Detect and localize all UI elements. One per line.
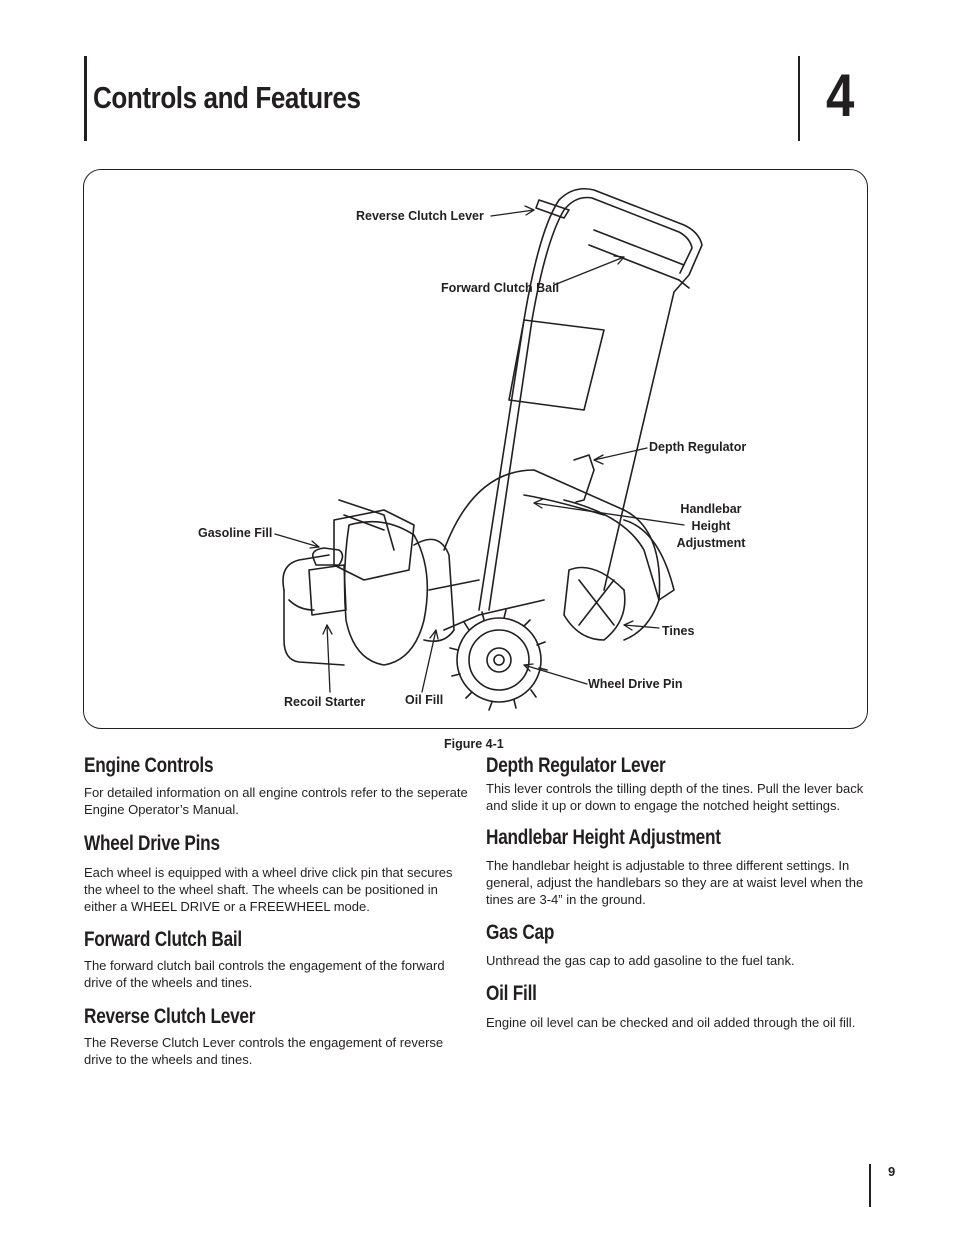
section-heading: Reverse Clutch Lever (84, 1005, 256, 1028)
section-body: Each wheel is equipped with a wheel driv… (84, 865, 453, 914)
section-body: For detailed information on all engine c… (84, 785, 468, 817)
page-number: 9 (888, 1164, 896, 1179)
section-body: This lever controls the tilling depth of… (486, 781, 864, 813)
section-body: Engine oil level can be checked and oil … (486, 1015, 856, 1030)
callout-handlebar-height-adjustment: Handlebar Height Adjustment (672, 501, 750, 552)
page-title: Controls and Features (93, 80, 361, 115)
callout-handlebar-line-1: Handlebar (680, 502, 742, 516)
callout-handlebar-line-2: Height (691, 519, 731, 533)
callout-reverse-clutch-lever: Reverse Clutch Lever (356, 209, 484, 223)
section-engine-controls: Engine Controls For detailed information… (84, 752, 469, 818)
section-body: The Reverse Clutch Lever controls the en… (84, 1035, 444, 1067)
section-heading: Oil Fill (486, 982, 537, 1005)
callout-forward-clutch-bail: Forward Clutch Bail (441, 281, 560, 295)
callout-handlebar-line-3: Adjustment (676, 536, 746, 550)
section-wheel-drive-pins: Wheel Drive Pins Each wheel is equipped … (84, 830, 469, 915)
callout-depth-regulator: Depth Regulator (649, 440, 747, 454)
section-gas-cap: Gas Cap Unthread the gas cap to add gaso… (486, 919, 871, 969)
callout-tines: Tines (662, 624, 695, 638)
callout-recoil-starter: Recoil Starter (284, 695, 366, 709)
section-heading: Depth Regulator Lever (486, 754, 666, 777)
callout-oil-fill: Oil Fill (405, 693, 444, 707)
chapter-rule (798, 56, 800, 141)
left-column: Engine Controls For detailed information… (84, 752, 469, 1068)
tiller-illustration (274, 187, 703, 711)
title-rule (84, 56, 87, 141)
section-body: The handlebar height is adjustable to th… (486, 858, 864, 907)
figure-caption: Figure 4-1 (444, 737, 504, 751)
section-heading: Gas Cap (486, 921, 555, 944)
section-handlebar-height-adjustment: Handlebar Height Adjustment The handleba… (486, 824, 871, 908)
section-reverse-clutch-lever: Reverse Clutch Lever The Reverse Clutch … (84, 1003, 469, 1068)
callout-gasoline-fill: Gasoline Fill (198, 526, 273, 540)
right-column: Depth Regulator Lever This lever control… (486, 752, 871, 1031)
section-heading: Wheel Drive Pins (84, 832, 220, 855)
figure-box: Reverse Clutch Lever Forward Clutch Bail… (83, 169, 868, 729)
section-body: Unthread the gas cap to add gasoline to … (486, 953, 795, 968)
chapter-number: 4 (826, 62, 855, 129)
section-forward-clutch-bail: Forward Clutch Bail The forward clutch b… (84, 926, 469, 991)
section-heading: Handlebar Height Adjustment (486, 826, 721, 849)
section-depth-regulator-lever: Depth Regulator Lever This lever control… (486, 752, 871, 814)
section-heading: Engine Controls (84, 754, 214, 777)
footer-rule (869, 1164, 871, 1207)
section-heading: Forward Clutch Bail (84, 928, 242, 951)
callout-wheel-drive-pin: Wheel Drive Pin (588, 677, 683, 691)
section-oil-fill: Oil Fill Engine oil level can be checked… (486, 980, 871, 1031)
section-body: The forward clutch bail controls the eng… (84, 958, 445, 990)
